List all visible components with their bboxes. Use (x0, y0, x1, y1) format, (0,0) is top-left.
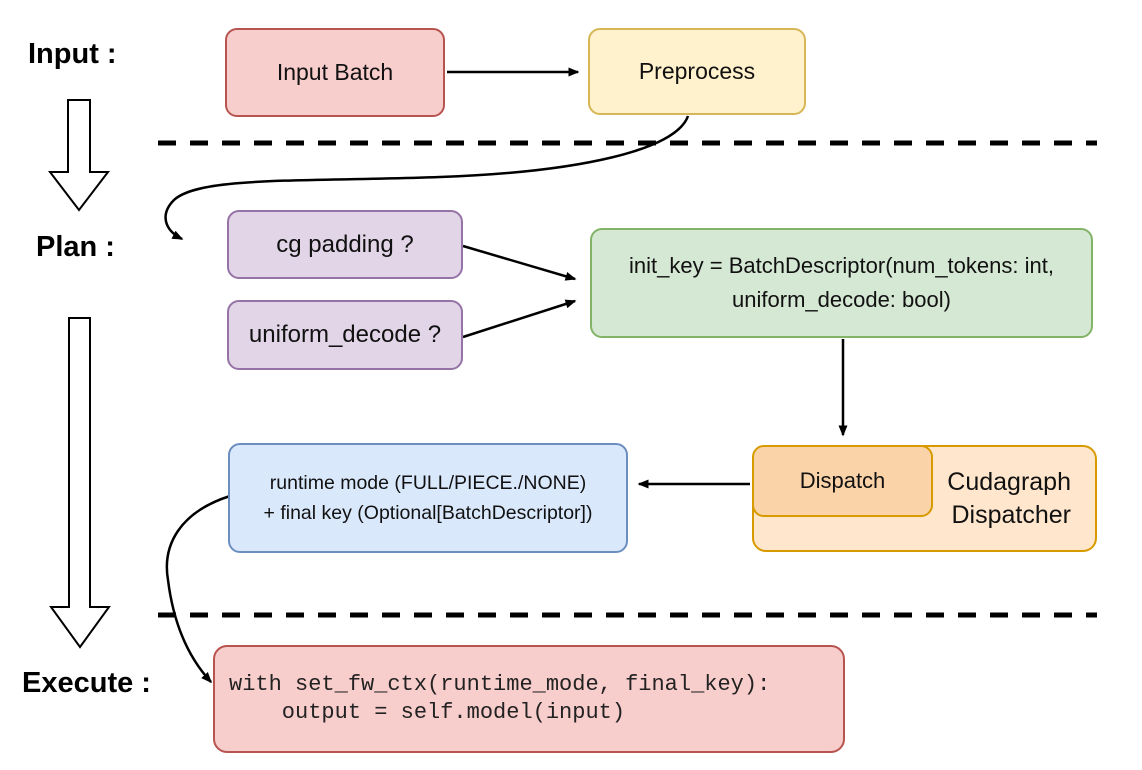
arrow-cgpadding-to-initkey (462, 244, 577, 281)
node-dispatch: Dispatch (752, 445, 933, 517)
node-input-batch-label: Input Batch (276, 58, 394, 85)
arrow-runtime-to-execute (165, 494, 231, 684)
stage-arrow-plan-to-execute (49, 317, 111, 649)
node-execute-code: with set_fw_ctx(runtime_mode, final_key)… (213, 645, 845, 753)
node-init-key: init_key = BatchDescriptor(num_tokens: i… (590, 228, 1093, 338)
node-execute-code-line1: with set_fw_ctx(runtime_mode, final_key)… (229, 672, 771, 697)
node-uniform-decode: uniform_decode ? (227, 300, 463, 370)
node-preprocess: Preprocess (588, 28, 806, 115)
node-cudagraph-line1: Cudagraph (947, 467, 1071, 496)
node-input-batch: Input Batch (225, 28, 445, 117)
node-init-key-line2: uniform_decode: bool) (732, 287, 951, 312)
arrow-preprocess-to-plan (164, 115, 690, 241)
node-preprocess-label: Preprocess (638, 57, 756, 84)
node-dispatch-label: Dispatch (799, 467, 886, 493)
node-runtime-line2: + final key (Optional[BatchDescriptor]) (263, 502, 593, 524)
node-runtime-mode-result: runtime mode (FULL/PIECE./NONE) + final … (228, 443, 628, 553)
stage-label-plan: Plan : (36, 231, 115, 263)
arrow-uniformdecode-to-initkey (462, 299, 577, 339)
stage-arrow-input-to-plan (47, 99, 111, 212)
node-cg-padding-label: cg padding ? (276, 230, 414, 258)
node-init-key-line1: init_key = BatchDescriptor(num_tokens: i… (629, 253, 1054, 278)
node-cudagraph-line2: Dispatcher (951, 500, 1072, 529)
stage-label-input: Input : (28, 38, 117, 70)
node-runtime-line1: runtime mode (FULL/PIECE./NONE) (269, 472, 587, 494)
node-uniform-decode-label: uniform_decode ? (248, 321, 442, 349)
node-cg-padding: cg padding ? (227, 210, 463, 279)
node-execute-code-line2: output = self.model(input) (229, 700, 626, 725)
stage-label-execute: Execute : (22, 667, 151, 699)
